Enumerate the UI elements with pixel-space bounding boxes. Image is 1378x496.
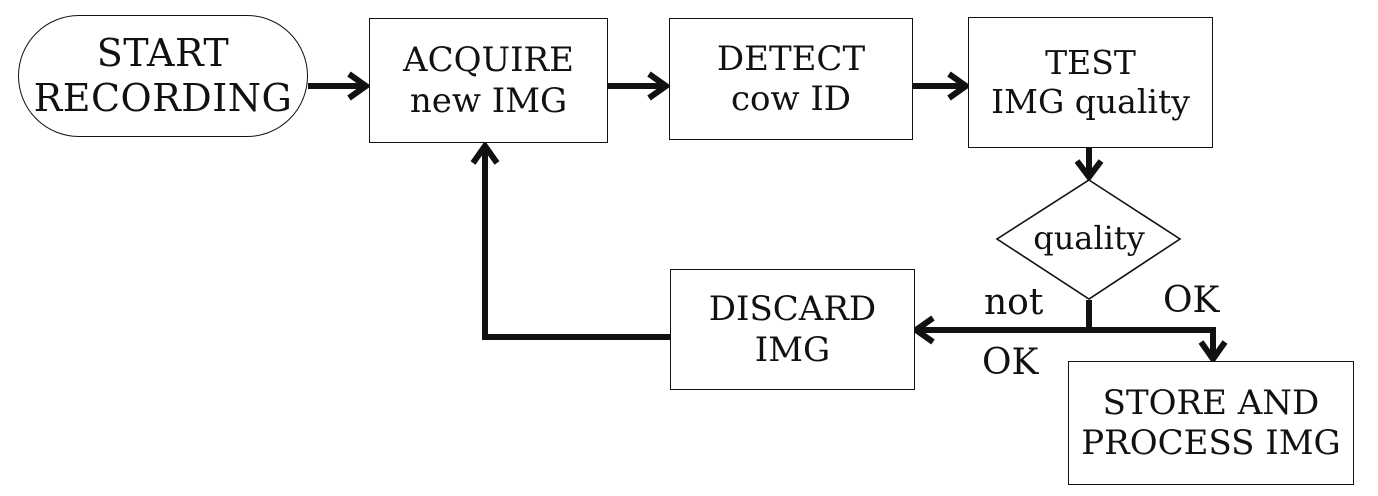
edge-label-not: not (984, 282, 1044, 323)
arrowhead-test (947, 71, 972, 101)
arrowhead-acquire-loop (470, 140, 500, 165)
test-node-line2: IMG quality (991, 81, 1190, 121)
decision-label-text: quality (1033, 219, 1145, 258)
discard-image-node: DISCARD IMG (670, 269, 915, 390)
start-node-line1: START (96, 31, 230, 76)
decision-label: quality (1010, 216, 1168, 262)
acquire-node-line2: new IMG (409, 80, 568, 121)
test-image-quality-node: TEST IMG quality (968, 17, 1213, 148)
store-and-process-node: STORE AND PROCESS IMG (1068, 361, 1354, 485)
detect-node-line2: cow ID (730, 79, 852, 119)
store-node-line1: STORE AND (1102, 382, 1320, 423)
detect-cow-id-node: DETECT cow ID (669, 18, 913, 140)
detect-node-line1: DETECT (716, 38, 866, 79)
acquire-node-line1: ACQUIRE (403, 40, 574, 81)
store-node-line2: PROCESS IMG (1081, 423, 1341, 463)
edge-label-not-ok: OK (982, 342, 1039, 383)
arrowhead-store (1198, 340, 1228, 365)
arrow-decision-to-store (1086, 327, 1216, 356)
acquire-image-node: ACQUIRE new IMG (369, 18, 608, 143)
arrowhead-detect (647, 71, 672, 101)
start-node-line2: RECORDING (33, 76, 293, 120)
start-recording-node: START RECORDING (18, 15, 308, 137)
decision-diamond (995, 179, 1182, 300)
arrowhead-decision (1074, 159, 1104, 182)
arrow-discard-to-acquire (482, 148, 670, 340)
test-node-line1: TEST (1045, 42, 1136, 82)
edge-label-ok: OK (1163, 280, 1220, 321)
discard-node-line1: DISCARD (708, 289, 877, 330)
discard-node-line2: IMG (754, 329, 831, 370)
arrowhead-discard (910, 315, 935, 345)
arrowhead-acquire (347, 71, 372, 101)
